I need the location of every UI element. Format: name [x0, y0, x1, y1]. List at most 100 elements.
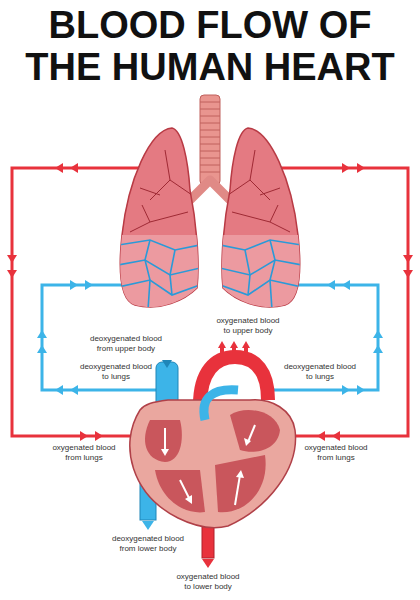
diagram-title: BLOOD FLOW OF THE HUMAN HEART — [10, 4, 410, 88]
right-lung-part-part-part — [260, 188, 280, 195]
heart — [130, 341, 296, 568]
flow-label: oxygenated blood to upper body — [212, 316, 284, 335]
left-lung-part-part-part — [142, 205, 150, 222]
right-lung-part-part-part — [232, 212, 290, 232]
left-lung-part-part-part — [140, 188, 160, 195]
flow-label: oxygenated blood from lungs — [300, 443, 372, 462]
right-lung-part-part — [228, 150, 290, 232]
oxygenated-arrows-part — [317, 431, 325, 441]
trachea-part-part — [200, 165, 220, 166]
left-lung-part-part-part — [118, 280, 200, 295]
left-lung-part-part-part — [118, 260, 200, 275]
right-lung-part-part-part — [220, 260, 302, 275]
oxygenated-arrows-part — [80, 431, 88, 441]
trachea-part-part — [200, 123, 220, 124]
right-lung-part-part — [220, 240, 302, 310]
trachea-part — [188, 180, 232, 202]
deoxygenated-arrows-part — [70, 385, 78, 395]
deoxygenated-arrows-part — [70, 280, 78, 290]
heart-part-part — [244, 348, 248, 362]
heart-part-part — [244, 438, 251, 446]
heart-part — [161, 438, 251, 504]
oxygenated-arrows-part — [403, 255, 413, 263]
trachea-part-part — [200, 172, 220, 173]
left-lung-part-part-part — [130, 212, 188, 232]
heart-part-part — [185, 495, 192, 504]
trachea-part-part — [200, 158, 220, 159]
heart-part-part — [235, 475, 240, 505]
trachea — [188, 95, 232, 202]
left-lung-part-part-part — [165, 150, 170, 180]
trachea-part-part — [200, 151, 220, 152]
oxygenated-arrows-part — [357, 163, 365, 173]
heart-part-part — [220, 348, 224, 362]
left-lung-part — [110, 150, 210, 315]
right-lung — [210, 128, 310, 315]
oxygenated-arrows-part — [7, 255, 17, 263]
heart-part-part — [248, 425, 255, 442]
left-lung-part-part — [130, 150, 192, 232]
left-lung-part-part — [110, 235, 210, 315]
left-lung-part-part-part — [118, 240, 200, 250]
heart-part — [215, 455, 266, 512]
right-lung-part-part-part — [220, 240, 302, 250]
trachea-part — [200, 102, 220, 172]
left-lung-part-part-part — [150, 180, 192, 200]
flow-label: oxygenated blood from lungs — [48, 443, 120, 462]
right-lung-part — [210, 150, 310, 315]
deoxygenated-arrows-part — [342, 385, 350, 395]
deoxygenated-arrows-part — [327, 280, 335, 290]
heart-part — [130, 400, 296, 528]
oxygenated-arrows — [7, 163, 413, 441]
heart-part — [165, 425, 255, 505]
heart-part-part — [232, 348, 236, 360]
oxygenated-arrows-part — [55, 163, 63, 173]
deoxygenated-arrows-part — [37, 345, 47, 353]
oxygenated-arrows-part — [70, 163, 78, 173]
oxygenated-arrows-part — [7, 270, 17, 278]
deoxygenated-arrows-part — [37, 330, 47, 338]
oxygenated-arrows-part — [342, 163, 350, 173]
deoxygenated-arrows-part — [85, 280, 93, 290]
trachea-part — [200, 95, 220, 185]
flow-label: oxygenated blood to lower body — [172, 572, 244, 591]
flow-label: deoxygenated blood from lower body — [108, 534, 188, 553]
trachea-part-part — [200, 109, 220, 110]
heart-part — [145, 420, 182, 462]
right-lung-part-part-part — [220, 280, 302, 295]
right-lung-part-part-part — [228, 180, 270, 200]
trachea-part-part — [200, 137, 220, 138]
heart-part — [202, 559, 214, 568]
flow-label: deoxygenated blood from upper body — [86, 334, 166, 353]
trachea-part-part — [200, 144, 220, 145]
heart-part — [142, 521, 154, 530]
right-lung-part-part — [210, 235, 310, 315]
deoxygenated-arrows-part — [357, 385, 365, 395]
heart-part-part — [164, 428, 166, 452]
trachea-part-part — [200, 130, 220, 131]
right-lung-part-part-part — [270, 205, 278, 222]
left-lung-part-part-part — [145, 240, 150, 310]
heart-part-part — [236, 470, 244, 478]
right-lung-part-part-part — [270, 240, 275, 310]
oxygenated-arrows-part — [95, 431, 103, 441]
flow-label: deoxygenated blood to lungs — [76, 362, 156, 381]
flow-label: deoxygenated blood to lungs — [280, 362, 360, 381]
right-lung-part-part-part — [245, 250, 250, 295]
heart-part — [222, 348, 246, 362]
deoxygenated-arrows-part — [342, 280, 350, 290]
oxygenated-loop — [12, 168, 408, 436]
heart-part — [162, 360, 172, 368]
deoxygenated-arrows-part — [55, 385, 63, 395]
heart-part — [204, 390, 238, 420]
deoxygenated-arrows-part — [373, 330, 383, 338]
oxygenated-arrows-part — [332, 431, 340, 441]
heart-part-part — [161, 449, 169, 456]
deoxygenated-arrows-part — [373, 345, 383, 353]
right-lung-part-part-part — [250, 150, 255, 180]
heart-part-part — [218, 341, 226, 348]
heart-part — [230, 410, 280, 452]
heart-part-part — [242, 341, 250, 348]
left-lung-part-part-part — [170, 250, 175, 295]
